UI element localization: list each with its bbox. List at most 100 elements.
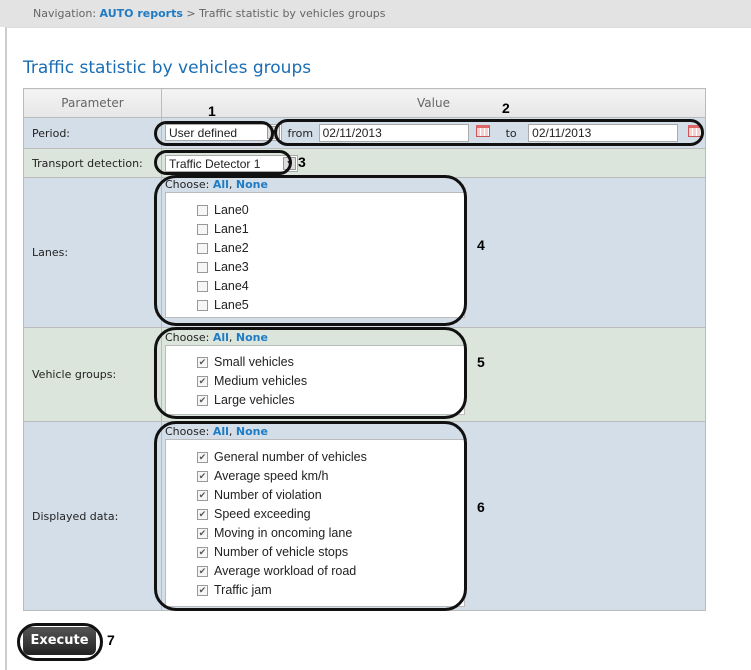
list-item[interactable]: ✔ Moving in oncoming lane [166,524,464,543]
annotation-ring [17,623,103,661]
from-label: from [287,127,314,140]
checkbox[interactable] [197,243,208,254]
list-item[interactable]: ✔ Average workload of road [166,562,464,581]
choose-links: Choose: All, None [162,328,705,345]
list-item-label: Speed exceeding [214,507,311,521]
annotation-ring [154,327,467,419]
annotation-number: 1 [208,103,216,119]
checkbox[interactable] [197,205,208,216]
list-item[interactable]: ✔ Large vehicles [166,391,464,410]
list-item[interactable]: ✔ Medium vehicles [166,372,464,391]
vehicle-groups-label: Vehicle groups: [23,327,162,422]
list-item-label: Medium vehicles [214,374,308,388]
annotation-ring [154,175,467,326]
list-item[interactable]: ✔ Traffic jam [166,581,464,600]
checkbox[interactable] [197,300,208,311]
checkbox[interactable]: ✔ [197,357,208,368]
list-item[interactable]: Lane3 [166,258,464,277]
checkbox[interactable] [197,262,208,273]
select-all-link[interactable]: All [212,425,229,438]
choose-label: Choose: [165,331,213,344]
page-title: Traffic statistic by vehicles groups [23,58,312,78]
list-item[interactable]: Lane5 [166,296,464,315]
list-item-label: Average speed km/h [214,469,329,483]
lanes-label: Lanes: [23,177,162,328]
checkbox[interactable]: ✔ [197,585,208,596]
list-item[interactable]: ✔ Number of vehicle stops [166,543,464,562]
choose-links: Choose: All, None [162,422,705,439]
breadcrumb-link-auto-reports[interactable]: AUTO reports [99,7,183,20]
select-none-link[interactable]: None [235,178,268,191]
list-item-label: Lane2 [214,241,249,255]
checkbox[interactable]: ✔ [197,547,208,558]
list-item-label: Moving in oncoming lane [214,526,353,540]
list-item-label: Lane4 [214,279,249,293]
displayed-data-list: ✔ General number of vehicles ✔ Average spee… [165,439,465,607]
annotation-ring [154,150,292,175]
list-item[interactable]: ✔ Average speed km/h [166,467,464,486]
list-item-label: Lane5 [214,298,249,312]
select-none-link[interactable]: None [235,425,268,438]
list-item-label: Average workload of road [214,564,357,578]
annotation-number: 2 [502,100,510,116]
checkbox[interactable]: ✔ [197,490,208,501]
comma: , [228,178,236,191]
list-item[interactable]: Lane2 [166,239,464,258]
select-none-link[interactable]: None [235,331,268,344]
choose-label: Choose: [165,178,213,191]
list-item[interactable]: ✔ Number of violation [166,486,464,505]
checkbox[interactable] [197,281,208,292]
breadcrumb-prefix: Navigation: [33,7,100,20]
header-value: Value [161,88,706,118]
annotation-ring [154,121,274,146]
list-item[interactable]: Lane4 [166,277,464,296]
transport-label: Transport detection: [23,148,162,178]
list-item[interactable]: ✔ Small vehicles [166,353,464,372]
checkbox[interactable]: ✔ [197,395,208,406]
annotation-number: 3 [298,154,306,170]
vehicle-groups-list: ✔ Small vehicles ✔ Medium vehicles ✔ Large ve… [165,345,465,415]
checkbox[interactable]: ✔ [197,509,208,520]
checkbox[interactable]: ✔ [197,471,208,482]
list-item-label: Small vehicles [214,355,294,369]
list-item-label: Traffic jam [214,583,272,597]
annotation-number: 4 [477,237,485,253]
checkbox[interactable]: ✔ [197,452,208,463]
transport-value: Traffic Detector 1 [169,156,261,171]
list-item[interactable]: ✔ Speed exceeding [166,505,464,524]
select-all-link[interactable]: All [212,331,229,344]
period-label: Period: [23,117,162,149]
checkbox[interactable] [197,224,208,235]
annotation-ring [154,421,467,611]
transport-detection-select[interactable]: Traffic Detector 1▼ [165,154,298,172]
breadcrumb: Navigation: AUTO reports > Traffic stati… [0,0,751,27]
calendar-icon[interactable] [476,125,491,137]
choose-label: Choose: [165,425,213,438]
to-date-input[interactable]: 02/11/2013 [528,124,679,142]
list-item-label: Lane1 [214,222,249,236]
comma: , [228,425,236,438]
list-item[interactable]: Lane1 [166,220,464,239]
list-item-label: Lane0 [214,203,249,217]
annotation-number: 7 [107,632,115,648]
list-item[interactable]: Lane0 [166,201,464,220]
period-value: User defined [169,126,238,140]
displayed-data-label: Displayed data: [23,421,162,611]
list-item-label: Large vehicles [214,393,295,407]
list-item-label: Number of vehicle stops [214,545,349,559]
to-label: to [505,127,517,140]
list-item[interactable]: ✔ General number of vehicles [166,448,464,467]
header-parameter: Parameter [23,88,162,118]
checkbox[interactable]: ✔ [197,566,208,577]
select-all-link[interactable]: All [212,178,229,191]
from-date-input[interactable]: 02/11/2013 [318,124,469,142]
annotation-number: 5 [477,354,485,370]
list-item-label: Number of violation [214,488,322,502]
checkbox[interactable]: ✔ [197,376,208,387]
annotation-ring [274,119,704,146]
checkbox[interactable]: ✔ [197,528,208,539]
list-item-label: General number of vehicles [214,450,367,464]
comma: , [228,331,236,344]
breadcrumb-separator: > [182,7,200,20]
